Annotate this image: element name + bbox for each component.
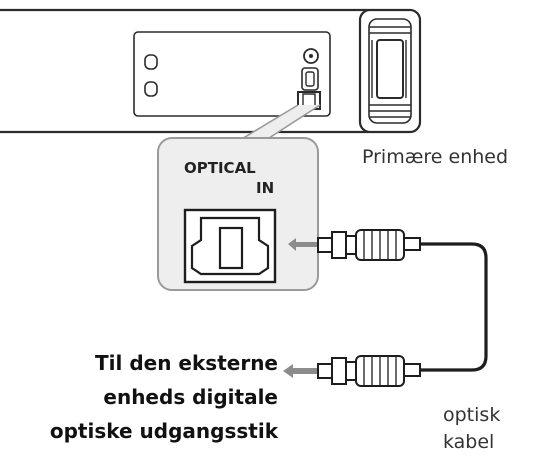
destination-line-2: enheds digitale: [103, 385, 278, 409]
destination-line-3: optiske udgangsstik: [49, 419, 278, 443]
destination-label: Til den eksterne enheds digitale optiske…: [50, 346, 278, 448]
port-label-line1: OPTICAL: [184, 159, 256, 177]
port-label: OPTICAL IN: [184, 158, 274, 198]
optical-plug-bottom: [317, 355, 421, 387]
cable-label: optisk kabel: [443, 402, 500, 456]
circle-port-icon: [303, 48, 319, 64]
optical-in-callout: [157, 104, 321, 291]
optical-port-icon: [183, 208, 277, 284]
end-cap-ribs: [369, 26, 411, 118]
optical-plug-icon: [317, 229, 421, 261]
arrow-left-icon: [283, 238, 318, 378]
main-unit: [0, 8, 422, 134]
main-unit-label: Primære enhed: [362, 146, 509, 168]
cable-line-2: kabel: [443, 431, 495, 453]
optical-cable: [418, 242, 488, 372]
port-label-line2: IN: [256, 179, 275, 197]
cable-line-1: optisk: [443, 404, 501, 426]
destination-line-1: Til den eksterne: [95, 351, 278, 375]
